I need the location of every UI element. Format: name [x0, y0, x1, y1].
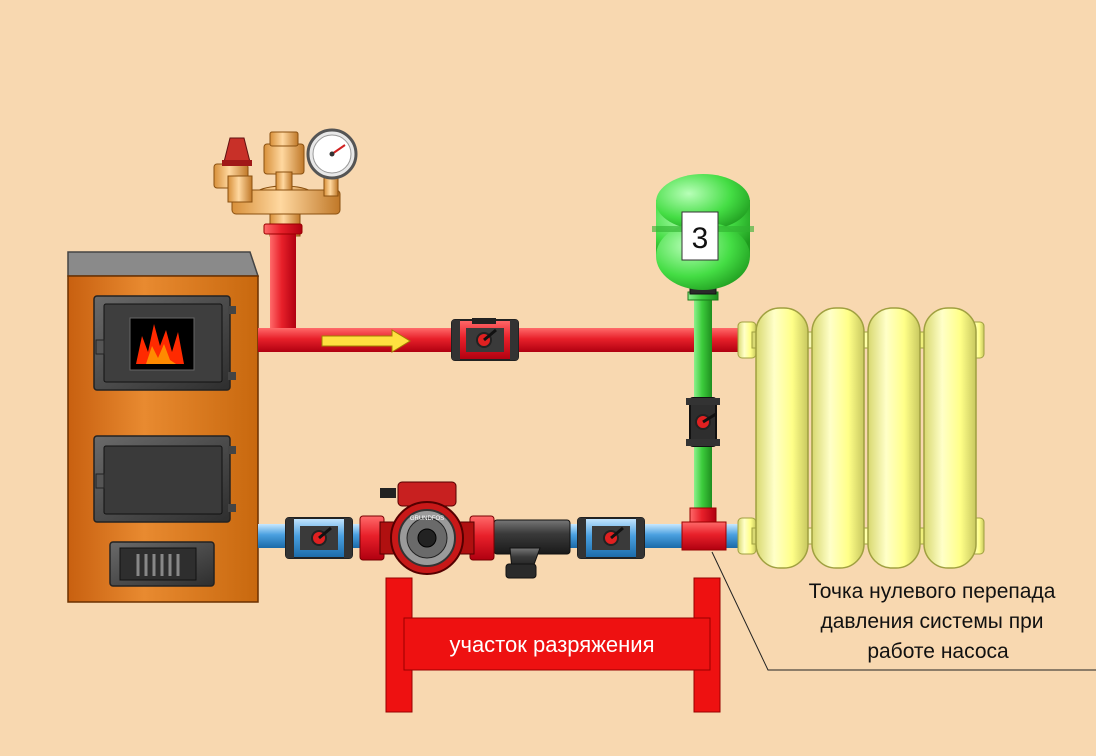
air-damper	[109, 541, 215, 587]
annotation-leader-line	[711, 551, 1096, 671]
radiator-section	[867, 307, 921, 569]
radiator-section	[923, 307, 977, 569]
zero-pressure-annotation: Точка нулевого перепада давления системы…	[711, 551, 1096, 671]
return-ball-valve-left	[285, 517, 353, 559]
radiator-section	[811, 307, 865, 569]
circulation-pump: GRUNDFOS	[359, 481, 495, 575]
annotation-line-1: Точка нулевого перепада	[809, 580, 1056, 603]
air-vent-valve	[263, 131, 305, 191]
supply-ball-valve	[451, 318, 519, 361]
radiator-section	[755, 307, 809, 569]
boiler	[67, 251, 260, 603]
ash-door	[93, 435, 236, 523]
annotation-line-3: работе насоса	[867, 640, 1009, 663]
pressure-gauge	[306, 128, 358, 197]
safety-group	[213, 128, 358, 237]
supply-flow-arrow	[321, 329, 411, 353]
vacuum-zone-label: участок разряжения	[449, 632, 654, 657]
radiator	[737, 307, 985, 569]
flame-icon	[136, 324, 184, 364]
zero-point-tee	[681, 507, 727, 551]
mesh-strainer	[493, 519, 571, 579]
expansion-tank: 3	[652, 174, 754, 295]
firebox-door	[93, 295, 236, 391]
expansion-ball-valve	[686, 397, 720, 447]
return-ball-valve-right	[577, 517, 645, 559]
safety-valve	[213, 137, 253, 203]
vacuum-zone-bracket: участок разряжения	[385, 577, 721, 713]
expansion-tank-label: 3	[692, 222, 709, 255]
pump-brand-label: GRUNDFOS	[410, 516, 444, 522]
annotation-line-2: давления системы при	[820, 610, 1043, 633]
